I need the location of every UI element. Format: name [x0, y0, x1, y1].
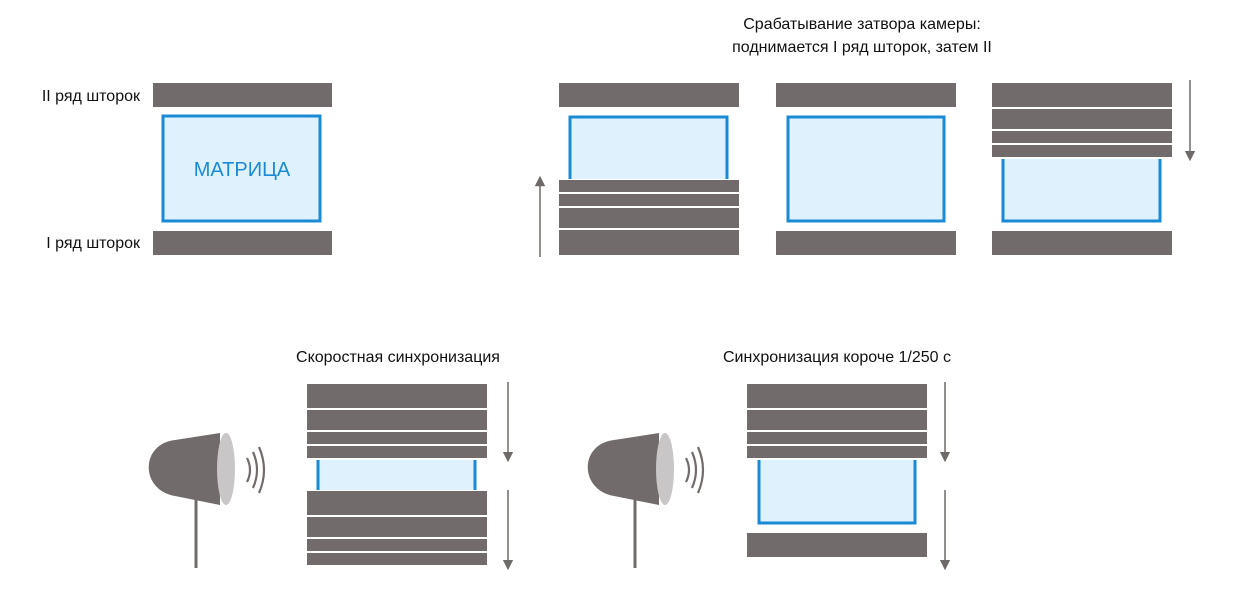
label-curtain-row-1: I ряд шторок: [46, 235, 141, 252]
step2-top-curtain: [776, 83, 956, 107]
hss-lower-blade-4: [307, 553, 487, 565]
curtain-row-1-strip: [153, 231, 332, 255]
hss-title: Скоростная синхронизация: [296, 349, 500, 366]
step3-curtain-blade-4: [992, 145, 1172, 157]
hss-lower-blade-2: [307, 517, 487, 537]
flash-icon-left: [148, 433, 266, 568]
sequence-title-line-1: Срабатывание затвора камеры:: [743, 16, 981, 33]
hss-upper-blade-2: [307, 410, 487, 430]
flash-wave-3: [696, 446, 705, 494]
flash-lens: [217, 433, 235, 505]
flash-wave-3: [257, 446, 266, 494]
hss-lower-blade-1: [307, 491, 487, 515]
short-sync-title: Синхронизация короче 1/250 с: [723, 349, 951, 366]
short-sync-blade-4: [747, 446, 927, 458]
step1-curtain-blade-2: [559, 194, 739, 206]
step1-top-curtain: [559, 83, 739, 107]
sequence-step-2: [776, 83, 956, 255]
step3-curtain-blade-2: [992, 109, 1172, 129]
flash-wave-2: [690, 451, 698, 489]
step1-curtain-blade-1: [559, 180, 739, 192]
short-sync-blade-3: [747, 432, 927, 444]
flash-icon-right: [587, 433, 705, 568]
flash-lens: [656, 433, 674, 505]
flash-wave-1: [246, 457, 252, 483]
hss-upper-blade-3: [307, 432, 487, 444]
short-sync-sensor-outline: [757, 460, 917, 525]
sequence-title-line-2: поднимается I ряд шторок, затем II: [732, 39, 992, 56]
hss-exposure-slit: [318, 460, 475, 490]
step1-sensor-outline: [568, 115, 729, 179]
step2-bottom-curtain: [776, 231, 956, 255]
curtain-row-2-strip: [153, 83, 332, 107]
short-sync-bottom-curtain: [747, 533, 927, 557]
flash-wave-2: [251, 451, 259, 489]
step1-curtain-blade-3: [559, 208, 739, 228]
legend-diagram: II ряд шторок МАТРИЦА I ряд шторок: [42, 83, 332, 255]
step3-sensor: [1003, 159, 1160, 221]
short-sync-sensor: [759, 460, 915, 523]
hss-upper-blade-4: [307, 446, 487, 458]
short-sync-blade-2: [747, 410, 927, 430]
sensor-matrix: [161, 114, 322, 223]
step3-bottom-curtain: [992, 231, 1172, 255]
shutter-sequence: Срабатывание затвора камеры: поднимается…: [534, 16, 1196, 257]
hss-panel: Скоростная синхронизация: [148, 349, 514, 571]
step1-curtain-blade-4: [559, 230, 739, 255]
sequence-step-3: [992, 80, 1196, 255]
label-curtain-row-2: II ряд шторок: [42, 88, 141, 105]
hss-upper-blade-1: [307, 384, 487, 408]
short-sync-panel: Синхронизация короче 1/250 с: [587, 349, 951, 571]
step3-sensor-outline: [1001, 159, 1162, 223]
flash-body: [148, 433, 220, 505]
short-sync-blade-1: [747, 384, 927, 408]
matrix-label: МАТРИЦА: [194, 159, 291, 181]
flash-wave-1: [685, 457, 691, 483]
step2-sensor: [786, 115, 946, 223]
step3-curtain-blade-3: [992, 131, 1172, 143]
step1-sensor: [570, 117, 727, 179]
hss-lower-blade-3: [307, 539, 487, 551]
step3-curtain-blade-1: [992, 83, 1172, 107]
flash-body: [587, 433, 659, 505]
sequence-step-1: [534, 83, 739, 257]
